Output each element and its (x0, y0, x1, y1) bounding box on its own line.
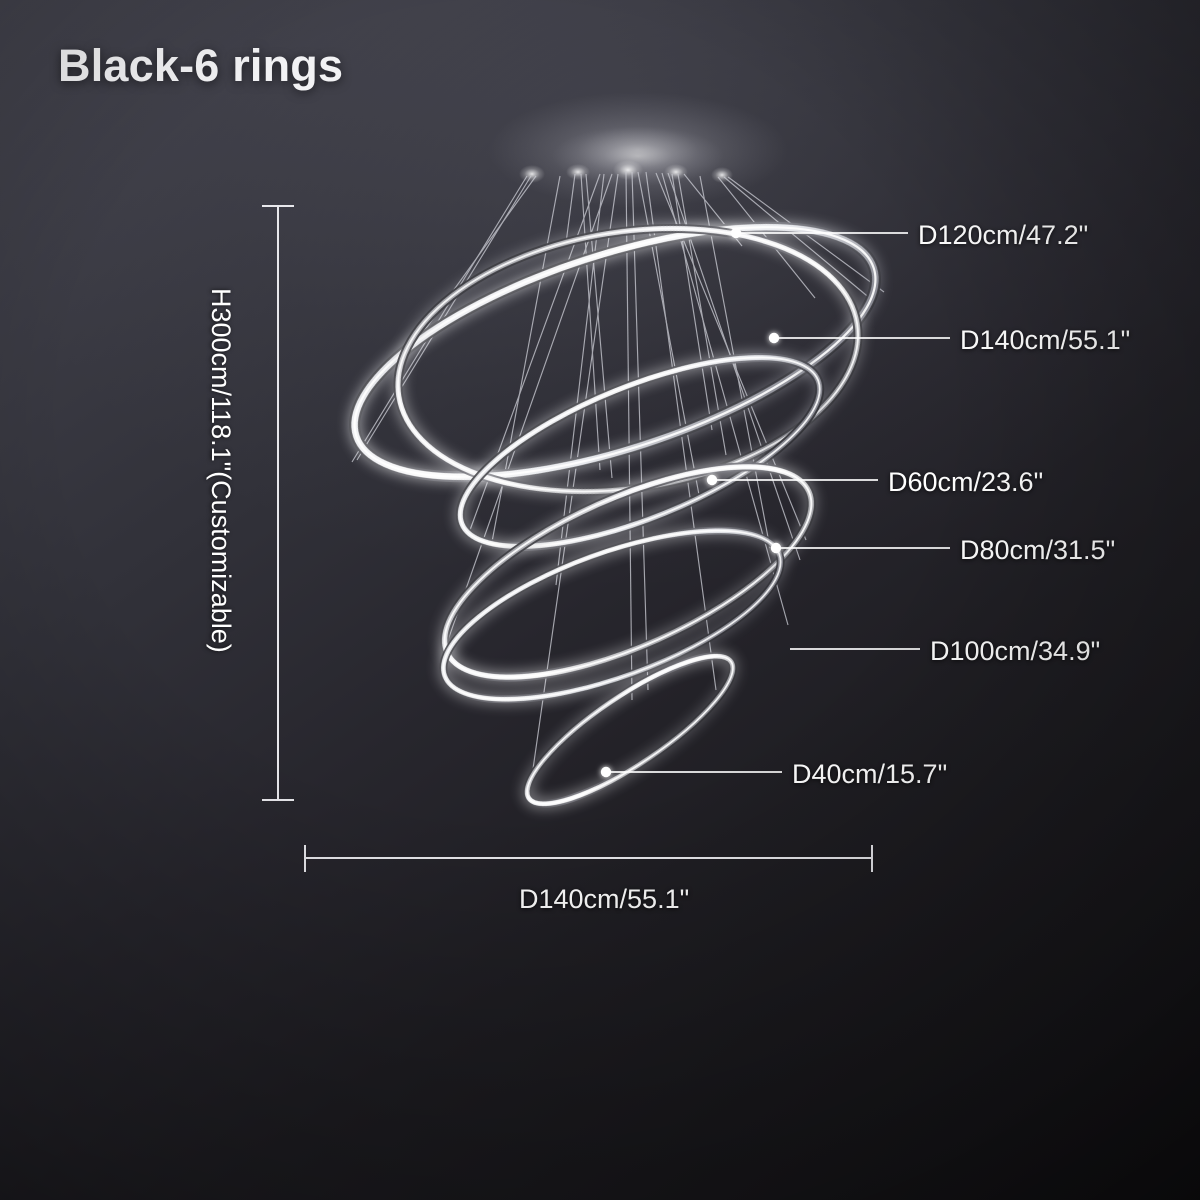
vignette-overlay (0, 0, 1200, 1200)
product-spec-diagram: Black-6 rings H300cm/118.1"(Customizable… (0, 0, 1200, 1200)
